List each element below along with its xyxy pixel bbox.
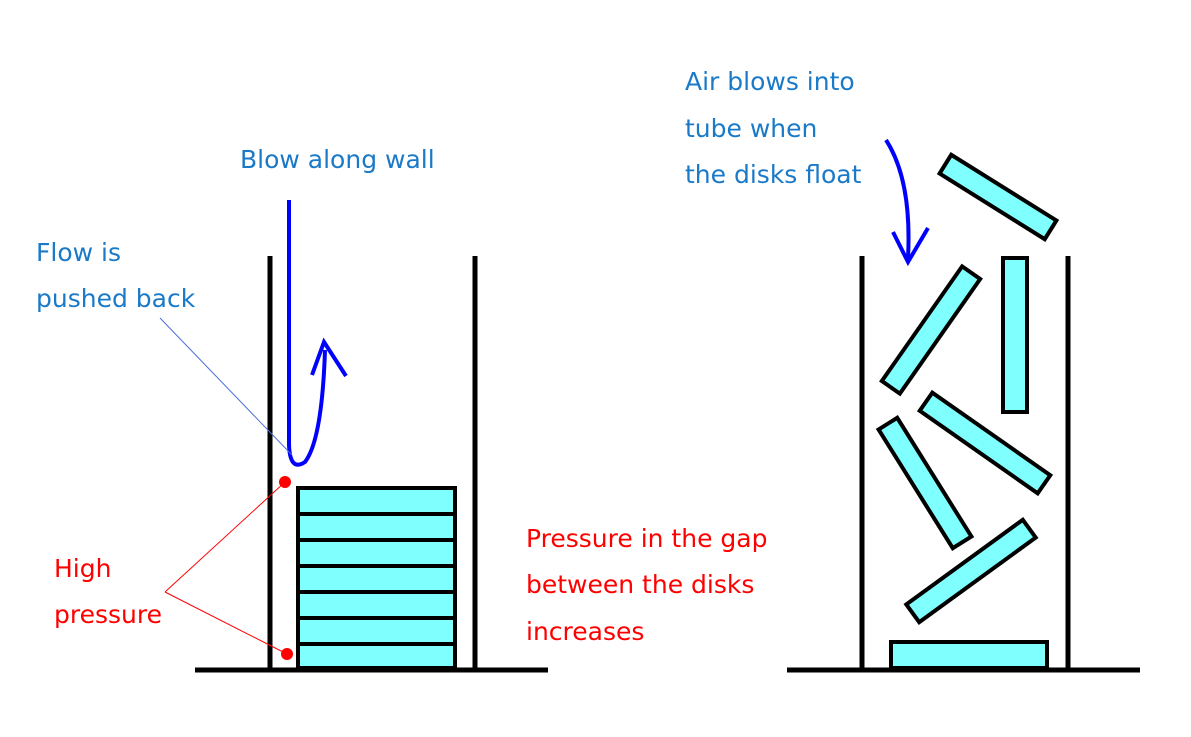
air-blows-in-arrow (884, 138, 911, 259)
stacked-disk (296, 512, 457, 542)
flow-pushed-back-leader (159, 317, 293, 456)
gap-pressure-label-line3: increases (526, 617, 644, 646)
air-blows-label-line2: tube when (685, 114, 817, 143)
gap-pressure-label-line2: between the disks (526, 570, 754, 599)
stacked-disk (296, 642, 457, 670)
floating-disk (903, 516, 1039, 626)
high-pressure-label-line2: pressure (54, 600, 162, 629)
floating-disk (936, 152, 1060, 242)
stacked-disk (296, 486, 457, 516)
high-pressure-leader-bottom (164, 591, 288, 655)
floating-disk (875, 415, 975, 551)
flow-pushed-back-label-line2: pushed back (36, 284, 196, 313)
floating-disk (916, 389, 1054, 497)
stacked-disk (296, 590, 457, 620)
floating-disk (1001, 256, 1029, 414)
air-blows-label-line1: Air blows into (685, 67, 855, 96)
blow-along-wall-label: Blow along wall (240, 145, 435, 174)
air-blows-in-arrowhead (891, 226, 930, 267)
air-blows-label-line3: the disks float (685, 160, 862, 189)
blow-along-wall-arrow (287, 200, 327, 467)
gap-pressure-label-line1: Pressure in the gap (526, 524, 767, 553)
resting-disk (889, 640, 1049, 670)
stacked-disk (296, 616, 457, 646)
stacked-disk (296, 564, 457, 594)
flow-pushed-back-label-line1: Flow is (36, 238, 121, 267)
floating-disks (875, 152, 1060, 626)
high-pressure-leader-top (164, 481, 286, 593)
right-panel (787, 138, 1140, 673)
left-panel (159, 200, 548, 673)
floating-disk (879, 263, 983, 397)
pushed-back-arrowhead (310, 337, 348, 378)
stacked-disk (296, 538, 457, 568)
disk-stack (296, 486, 457, 670)
high-pressure-label-line1: High (54, 554, 111, 583)
